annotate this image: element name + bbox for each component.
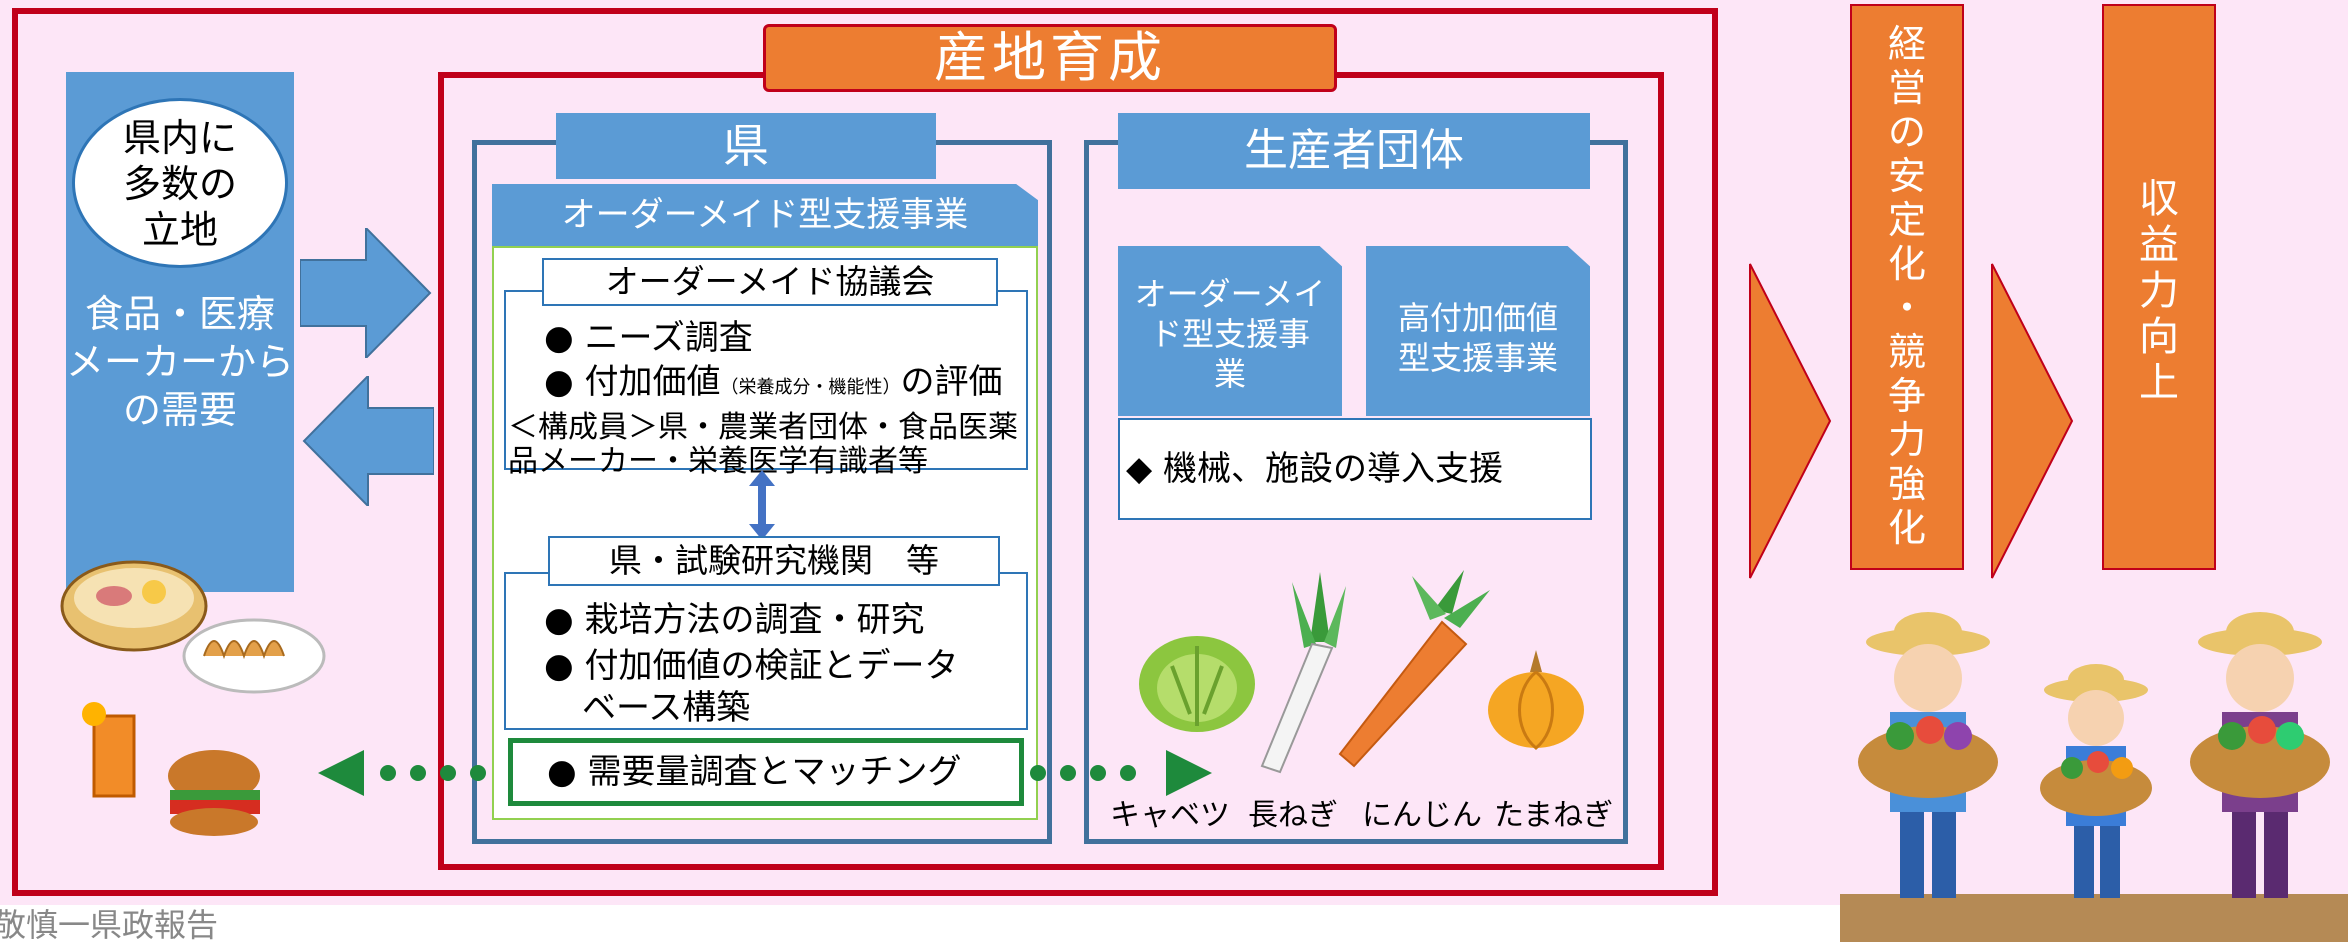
matching-arrow-right (1030, 750, 1212, 796)
food-illustrations (60, 560, 326, 836)
stability-char: 経 (1887, 22, 1926, 66)
arrow-to-profit (1991, 263, 2074, 579)
profit-char: 収 (2139, 176, 2179, 222)
stability-char: 営 (1887, 66, 1926, 110)
profit-char: 益 (2139, 222, 2179, 268)
council-value-evaluation: ● 付加価値（栄養成分・機能性）の評価 (544, 354, 1002, 403)
stability-bar: 経 営 の 安 定 化 ・ 競 争 力 強 化 (1850, 4, 1964, 570)
matching-box: ● 需要量調査とマッチング (508, 738, 1024, 806)
research-verification-line1: ● 付加価値の検証とデータ (544, 646, 959, 686)
leek-icon (1260, 572, 1346, 774)
tab2-line: 型支援事業 (1397, 339, 1558, 377)
cabbage-icon (1139, 636, 1255, 732)
demand-line: の需要 (122, 388, 237, 432)
council-needs-survey: ● ニーズ調査 (544, 318, 753, 358)
stability-char: 定 (1887, 198, 1926, 242)
arrow-right-to-prefecture (300, 228, 432, 358)
producers-ordermade-tab: オーダーメイ ド型支援事 業 (1118, 246, 1342, 416)
value-label: ● 付加価値 (544, 362, 721, 402)
veg-label-onion: たまねぎ (1494, 798, 1614, 833)
producers-high-value-tab: 高付加価値 型支援事業 (1366, 246, 1590, 416)
stability-char: 化 (1887, 506, 1926, 550)
juice-glass-icon (92, 714, 136, 798)
council-title: オーダーメイド協議会 (542, 258, 998, 306)
burger-icon (168, 750, 260, 802)
profit-char: 力 (2139, 268, 2179, 314)
profit-bar: 収 益 力 向 上 (2102, 4, 2216, 570)
tab1-line: ド型支援事 (1149, 315, 1310, 353)
carrot-icon (1338, 570, 1490, 768)
bubble-line: 立地 (141, 208, 218, 252)
research-title: 県・試験研究機関 等 (548, 536, 1000, 586)
stability-char: 争 (1887, 374, 1926, 418)
onion-icon (1488, 650, 1584, 750)
bidirectional-arrow (749, 470, 775, 540)
stability-char: 安 (1887, 154, 1926, 198)
stability-char: の (1887, 110, 1926, 154)
equipment-support-box: ◆ 機械、施設の導入支援 (1118, 418, 1592, 520)
producers-header: 生産者団体 (1118, 113, 1590, 189)
ordermade-program-tab: オーダーメイド型支援事業 (492, 184, 1038, 246)
veg-label-leek: 長ねぎ (1248, 798, 1338, 833)
farmers-illustration (1840, 612, 2348, 942)
bubble-line: 県内に (122, 116, 237, 160)
council-members-line1: ＜構成員＞県・農業者団体・食品医薬 (508, 410, 1018, 445)
stability-char: 力 (1887, 418, 1926, 462)
stability-char: 競 (1887, 330, 1926, 374)
tab1-line: オーダーメイ (1134, 275, 1326, 313)
veg-label-cabbage: キャベツ (1110, 798, 1230, 833)
veg-label-carrot: にんじん (1362, 798, 1482, 833)
demand-line: メーカーから (66, 340, 295, 384)
matching-arrow-left (318, 750, 486, 796)
stability-char: 化 (1887, 242, 1926, 286)
stability-char: 強 (1887, 462, 1926, 506)
evaluation-label: の評価 (900, 362, 1003, 402)
tab2-line: 高付加価値 (1397, 299, 1558, 337)
profit-char: 向 (2139, 314, 2179, 360)
bubble-line: 多数の (122, 162, 237, 206)
research-verification-line2: ベース構築 (582, 688, 751, 728)
value-note: （栄養成分・機能性） (720, 377, 901, 398)
demand-line: 食品・医療 (84, 292, 275, 336)
tab1-line: 業 (1213, 355, 1246, 393)
footer-caption: 敬慎一県政報告 (0, 906, 219, 944)
arrow-to-stability (1749, 263, 1832, 579)
council-members-line2: 品メーカー・栄養医学有識者等 (508, 444, 928, 479)
page-title: 産地育成 (763, 24, 1337, 92)
demand-text: 食品・医療 メーカーから の需要 (66, 290, 294, 434)
profit-char: 上 (2139, 360, 2179, 406)
arrow-left-to-demand (302, 376, 434, 506)
local-presence-bubble: 県内に 多数の 立地 (72, 98, 288, 268)
research-cultivation: ● 栽培方法の調査・研究 (544, 600, 925, 640)
prefecture-header: 県 (556, 113, 936, 179)
outer-frame (12, 8, 1718, 896)
stability-char: ・ (1887, 286, 1926, 330)
